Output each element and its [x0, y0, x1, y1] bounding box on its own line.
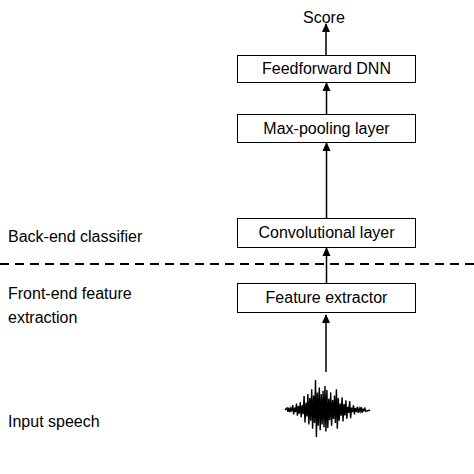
input-arrow	[325, 315, 327, 372]
output-arrow	[325, 24, 327, 55]
conv-box: Convolutional layer	[237, 218, 416, 248]
box-text: Feature extractor	[266, 289, 388, 307]
output-label: Score	[303, 6, 363, 30]
box-text: Convolutional layer	[258, 224, 394, 242]
speech-waveform	[285, 380, 370, 437]
box-text: Max-pooling layer	[263, 120, 389, 138]
flow-arrow	[326, 248, 328, 283]
feature-box: Feature extractor	[237, 283, 416, 313]
input-label: Input speech	[8, 410, 158, 434]
flow-arrow	[326, 143, 328, 218]
stage-label: Front-end feature extraction	[8, 282, 158, 330]
stage-label: Back-end classifier	[8, 225, 208, 249]
box-text: Feedforward DNN	[262, 60, 391, 78]
flow-arrow	[326, 83, 328, 114]
pooling-box: Max-pooling layer	[237, 114, 416, 143]
dnn-box: Feedforward DNN	[237, 55, 416, 83]
divider-line	[0, 263, 474, 265]
